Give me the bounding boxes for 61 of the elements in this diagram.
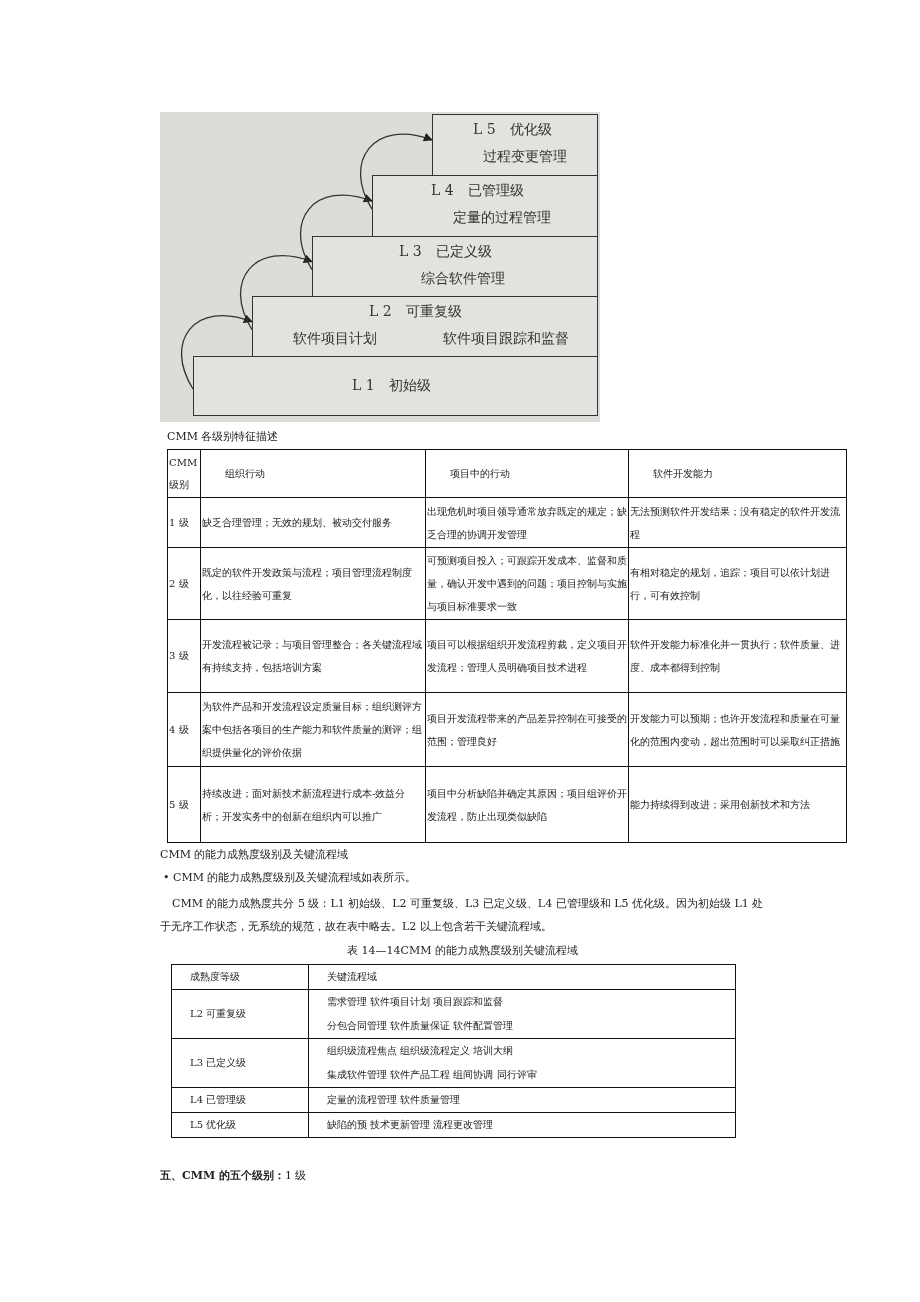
table-cell: 缺陷的预 技术更新管理 流程更改管理 xyxy=(308,1112,736,1138)
curved-arrow xyxy=(239,254,313,331)
curved-arrow xyxy=(359,133,433,210)
level-label: L 5 优化级 xyxy=(473,121,552,139)
step-text: 定量的过程管理 xyxy=(453,209,551,227)
curved-arrow xyxy=(180,314,253,390)
step-box xyxy=(432,114,598,176)
step-text: 软件项目跟踪和监督 xyxy=(443,330,569,348)
table-cell: 既定的软件开发政策与流程；项目管理流程制度化，以往经验可重复 xyxy=(200,547,426,620)
table-caption: CMM 各级别特征描述 xyxy=(167,429,279,444)
table-cell: 缺乏合理管理；无效的规划、被动交付服务 xyxy=(200,497,426,548)
table-cell: L3 已定义级 xyxy=(171,1038,309,1088)
table-cell: 5 级 xyxy=(167,766,201,843)
step-box xyxy=(312,236,598,297)
level-label: L 3 已定义级 xyxy=(399,243,492,261)
table-cell: 可预测项目投入；可跟踪开发成本、监督和质量，确认开发中遇到的问题；项目控制与实施与项目标准要求一致 xyxy=(425,547,629,620)
table-cell: 关键流程域 xyxy=(308,964,736,990)
table-cell: 项目开发流程带来的产品差异控制在可接受的范围；管理良好 xyxy=(425,692,629,767)
step-text: 过程变更管理 xyxy=(483,148,567,166)
table-cell: 3 级 xyxy=(167,619,201,693)
table-cell: 持续改进；面对新技术新流程进行成本-效益分析；开发实务中的创新在组织内可以推广 xyxy=(200,766,426,843)
paragraph: CMM 的能力成熟度共分 5 级：L1 初始级、L2 可重复级、L3 已定义级、L4 已管理级和 L5 优化级。因为初始级 L1 处于无序工作状态，无系统的规范，故在表中略去。L2 以上包含若干关键流程域。 xyxy=(160,896,765,935)
table-cell: 为软件产品和开发流程设定质量目标；组织测评方案中包括各项目的生产能力和软件质量的测评；组织提供量化的评价依据 xyxy=(200,692,426,767)
table-cell: 有相对稳定的规划，追踪；项目可以依计划进行，可有效控制 xyxy=(628,547,847,620)
header-cell: 组织行动 xyxy=(200,449,426,498)
step-box xyxy=(252,296,598,357)
table-cell: 定量的流程管理 软件质量管理 xyxy=(308,1087,736,1113)
level-label: L 4 已管理级 xyxy=(431,182,524,200)
curved-arrow xyxy=(299,194,373,271)
step-text: 软件项目计划 xyxy=(293,330,377,348)
header-cell: CMM 级别 xyxy=(167,449,201,498)
bullet-item: • CMM 的能力成熟度级别及关键流程域如表所示。 xyxy=(163,870,417,885)
table-cell: L4 已管理级 xyxy=(171,1087,309,1113)
table-cell: 4 级 xyxy=(167,692,201,767)
table-cell: 成熟度等级 xyxy=(171,964,309,990)
table-cell: 项目可以根据组织开发流程剪裁，定义项目开发流程；管理人员明确项目技术进程 xyxy=(425,619,629,693)
table-cell: 软件开发能力标准化并一贯执行；软件质量、进度、成本都得到控制 xyxy=(628,619,847,693)
step-box xyxy=(372,175,598,237)
table-title: 表 14—14CMM 的能力成熟度级别关键流程域 xyxy=(346,943,579,958)
cell-text: 需求管理 软件项目计划 项目跟踪和监督 xyxy=(327,995,505,1009)
step-text: 综合软件管理 xyxy=(421,270,505,288)
table-cell: 开发流程被记录；与项目管理整合；各关键流程域有持续支持，包括培训方案 xyxy=(200,619,426,693)
table-cell: 无法预测软件开发结果；没有稳定的软件开发流程 xyxy=(628,497,847,548)
cell-text: 组织级流程焦点 组织级流程定义 培训大纲 xyxy=(327,1044,515,1058)
table-cell: 出现危机时项目领导通常放弃既定的规定；缺乏合理的协调开发管理 xyxy=(425,497,629,548)
table-cell: 1 级 xyxy=(167,497,201,548)
step-box xyxy=(193,356,598,416)
cell-text: 分包合同管理 软件质量保证 软件配置管理 xyxy=(327,1019,515,1033)
header-cell: 项目中的行动 xyxy=(425,449,629,498)
section-heading: CMM 的能力成熟度级别及关键流程域 xyxy=(160,847,349,862)
header-cell: 软件开发能力 xyxy=(628,449,847,498)
level-label: L 1 初始级 xyxy=(352,377,431,395)
table-cell: 项目中分析缺陷并确定其原因；项目组评价开发流程，防止出现类似缺陷 xyxy=(425,766,629,843)
level-label: L 2 可重复级 xyxy=(369,303,462,321)
cell-text: 集成软件管理 软件产品工程 组间协调 同行评审 xyxy=(327,1068,538,1082)
table-cell: L2 可重复级 xyxy=(171,989,309,1039)
table-cell: 开发能力可以预期；也许开发流程和质量在可量化的范围内变动，超出范围时可以采取纠正措施 xyxy=(628,692,847,767)
section-heading: 五、CMM 的五个级别：1 级 xyxy=(160,1168,307,1183)
table-cell: 2 级 xyxy=(167,547,201,620)
table-cell: 能力持续得到改进；采用创新技术和方法 xyxy=(628,766,847,843)
table-cell: L5 优化级 xyxy=(171,1112,309,1138)
